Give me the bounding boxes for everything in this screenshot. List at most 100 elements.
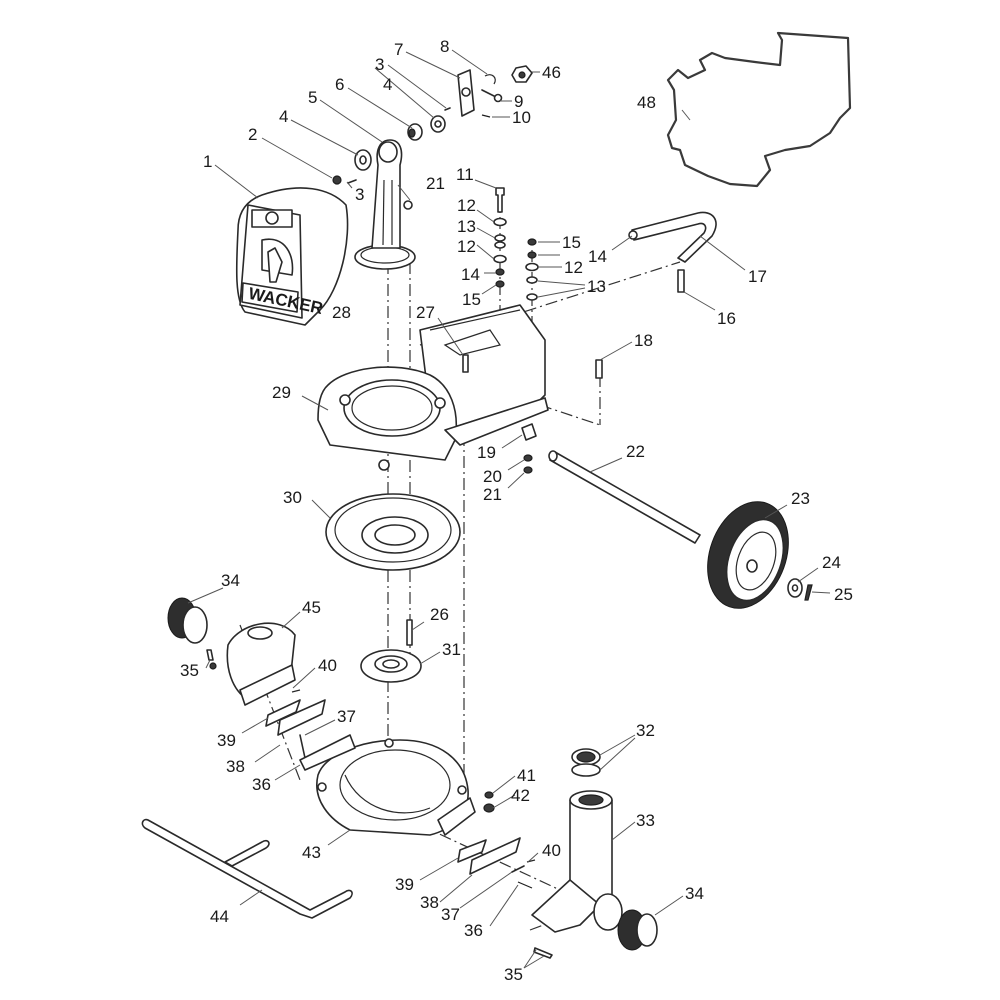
bolt-part-27: [462, 354, 469, 373]
carrying-bar-part-44: [141, 818, 353, 919]
screw-part-35-left: [206, 649, 214, 661]
callout-part-35-left: 35: [180, 661, 199, 680]
callout-part-34-right: 34: [685, 884, 704, 903]
callout-part-12-c: 12: [564, 258, 583, 277]
set-screw-part-10: [481, 114, 491, 118]
callout-part-4-left: 4: [279, 107, 288, 126]
callout-part-31: 31: [442, 640, 461, 659]
callout-part-37-right: 37: [441, 905, 460, 924]
callout-part-48: 48: [637, 93, 656, 112]
wheel-part-23: [707, 501, 813, 609]
callout-part-44: 44: [210, 907, 229, 926]
diaphragm-part-30: [325, 493, 461, 571]
callout-part-3-upper: 3: [375, 55, 384, 74]
callout-part-13-a: 13: [457, 217, 476, 236]
nut-part-42: [483, 803, 495, 813]
callout-part-15-b: 15: [562, 233, 581, 252]
callout-part-27: 27: [416, 303, 435, 322]
frame-part-29: [317, 304, 549, 471]
callout-part-41: 41: [517, 766, 536, 785]
callout-part-9: 9: [514, 92, 523, 111]
callout-part-13-b: 13: [587, 277, 606, 296]
screw-part-36-left: [299, 734, 306, 759]
pin-part-40-left: [291, 689, 301, 693]
bracket-part-19: [521, 423, 537, 441]
bolt-part-18: [595, 359, 603, 379]
snap-ring-part-8: [484, 74, 496, 85]
bolt-part-11: [495, 187, 505, 213]
callout-part-40-left: 40: [318, 656, 337, 675]
callout-part-40-right: 40: [542, 841, 561, 860]
bolt-part-16: [677, 269, 685, 293]
callout-labels: 1 2 3 3 4 4 5 6 7 8 9 10 11 12 12 12 13 …: [180, 37, 853, 984]
callout-part-20: 20: [483, 467, 502, 486]
callout-part-8: 8: [440, 37, 449, 56]
hardware-stack-left: [493, 187, 507, 288]
callout-part-17: 17: [748, 267, 767, 286]
callout-part-39-left: 39: [217, 731, 236, 750]
nut-part-2: [332, 175, 342, 185]
callout-part-25: 25: [834, 585, 853, 604]
inlet-assembly-left: [167, 597, 326, 759]
callout-part-14-a: 14: [461, 265, 480, 284]
callout-part-35-right: 35: [504, 965, 523, 984]
callout-part-21-a: 21: [426, 174, 445, 193]
callout-part-7: 7: [394, 40, 403, 59]
callout-part-39-right: 39: [395, 875, 414, 894]
callout-part-34-left: 34: [221, 571, 240, 590]
callout-part-42: 42: [511, 786, 530, 805]
callout-part-5: 5: [308, 88, 317, 107]
screw-part-3-lower: [347, 179, 357, 184]
valve-part-39-left: [265, 699, 301, 727]
hardware-stack-right: [525, 238, 539, 301]
pin-part-37-right: [511, 865, 525, 873]
nut-part-20: [523, 454, 533, 462]
callout-part-32: 32: [636, 721, 655, 740]
callout-part-21-b: 21: [483, 485, 502, 504]
callout-part-24: 24: [822, 553, 841, 572]
callout-part-4-right: 4: [383, 75, 392, 94]
callout-part-12-b: 12: [457, 237, 476, 256]
callout-part-6: 6: [335, 75, 344, 94]
callout-part-19: 19: [477, 443, 496, 462]
callout-part-16: 16: [717, 309, 736, 328]
callout-part-45: 45: [302, 598, 321, 617]
nut-part-21-top: [403, 200, 413, 210]
screw-part-36-right: [517, 881, 533, 889]
callout-part-23: 23: [791, 489, 810, 508]
bolt-part-9: [481, 89, 497, 98]
valve-plate-part-38-left: [277, 699, 326, 736]
screw-part-35-right: [533, 947, 553, 959]
callout-part-38-right: 38: [420, 893, 439, 912]
stud-part-26: [406, 619, 413, 646]
callout-part-46: 46: [542, 63, 561, 82]
callout-part-29: 29: [272, 383, 291, 402]
callout-part-26: 26: [430, 605, 449, 624]
valve-plate-part-38-right: [469, 837, 521, 875]
pin-part-25: [804, 584, 813, 601]
cover-part-1: WACKER: [235, 187, 349, 326]
washer-part-41: [484, 791, 494, 799]
stud-and-plate: [360, 619, 422, 683]
callout-part-18: 18: [634, 331, 653, 350]
callout-part-43: 43: [302, 843, 321, 862]
lower-housing-part-43: [299, 734, 495, 836]
callout-part-3-lower: 3: [355, 185, 364, 204]
handle-part-17: [628, 211, 717, 293]
callout-part-14-b: 14: [588, 247, 607, 266]
rod-hardware: [332, 65, 533, 210]
axle-part-22: [548, 450, 701, 544]
callout-part-22: 22: [626, 442, 645, 461]
callout-part-36-right: 36: [464, 921, 483, 940]
callout-part-38-left: 38: [226, 757, 245, 776]
connecting-rod-part-5: [354, 139, 416, 270]
callout-part-2: 2: [248, 125, 257, 144]
engine-outline-part-48: [666, 31, 852, 188]
outlet-assembly-right: [457, 748, 658, 959]
callout-part-12-a: 12: [457, 196, 476, 215]
leader-lines: [187, 49, 831, 969]
callout-part-36-left: 36: [252, 775, 271, 794]
callout-part-10: 10: [512, 108, 531, 127]
callout-part-37-left: 37: [337, 707, 356, 726]
